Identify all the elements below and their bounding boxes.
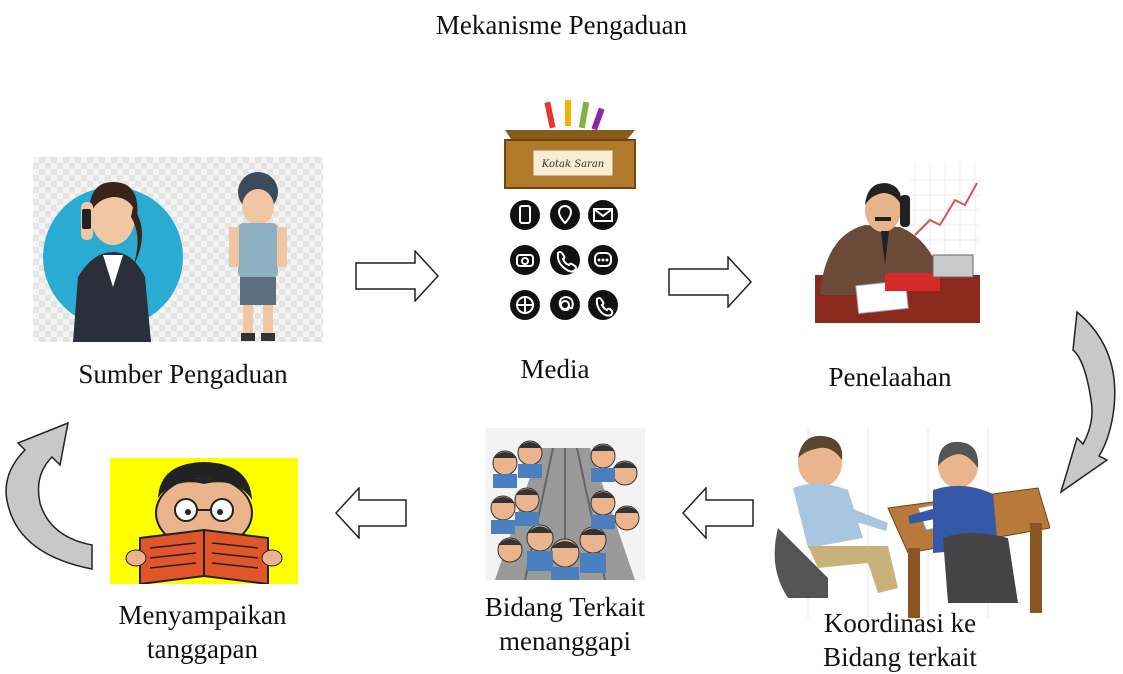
curved-arrow-up-icon xyxy=(5,421,93,570)
stage-label-bidang-line2: menanggapi xyxy=(499,626,631,656)
stage-label-menyampaikan-line1: Menyampaikan xyxy=(118,600,287,630)
box-label: Kotak Saran xyxy=(541,159,604,170)
diagram-title: Mekanisme Pengaduan xyxy=(435,10,688,40)
stage-label-bidang-line1: Bidang Terkait xyxy=(484,592,646,622)
complainant-illustration xyxy=(33,157,323,342)
media-illustration: Kotak Saran xyxy=(495,100,645,335)
stage-label-sumber: Sumber Pengaduan xyxy=(78,359,288,389)
stage-label-koordinasi-line1: Koordinasi ke xyxy=(823,608,977,638)
arrow-right-icon xyxy=(355,250,440,302)
curved-arrow-down-icon xyxy=(1059,310,1116,494)
stage-label-media: Media xyxy=(520,354,590,384)
stage-label-penelaahan: Penelaahan xyxy=(828,362,952,392)
arrow-right-icon xyxy=(668,256,753,308)
reader-illustration xyxy=(110,458,298,584)
stage-label-koordinasi-line2: Bidang terkait xyxy=(823,642,977,672)
reviewer-illustration xyxy=(815,165,980,323)
coordination-illustration xyxy=(768,428,1050,618)
departments-illustration xyxy=(485,428,645,580)
stage-label-menyampaikan-line2: tanggapan xyxy=(147,634,258,664)
arrow-left-icon xyxy=(335,487,407,539)
arrow-left-icon xyxy=(682,487,754,539)
